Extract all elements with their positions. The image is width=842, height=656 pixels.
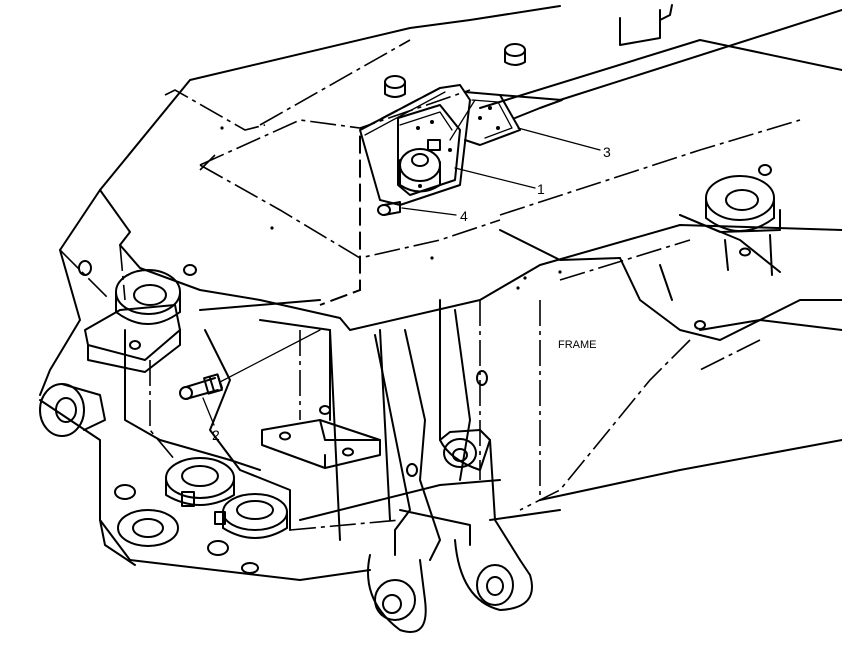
frame-label: FRAME [558,339,597,351]
assembly-leader-lines [219,87,476,383]
callout-1-text: 1 [537,181,545,197]
callout-1: 1 [454,167,545,197]
lower-bosses [114,457,288,574]
callout-4-text: 4 [460,208,468,224]
actuator-assembly [359,84,563,216]
bolt-part-2 [179,373,223,400]
left-pin-lug [39,383,106,437]
small-holes [78,126,706,477]
callout-4: 4 [401,207,468,224]
center-bracket [261,405,381,469]
callout-3-text: 3 [603,144,611,160]
callout-2: 2 [202,397,220,443]
callout-2-text: 2 [212,427,220,443]
frame-outline [39,5,842,581]
left-mount-boss [84,269,181,373]
callout-3: 3 [517,127,611,160]
right-mount-boss [679,164,781,276]
top-studs [384,4,673,98]
lift-arm-links [367,309,533,633]
